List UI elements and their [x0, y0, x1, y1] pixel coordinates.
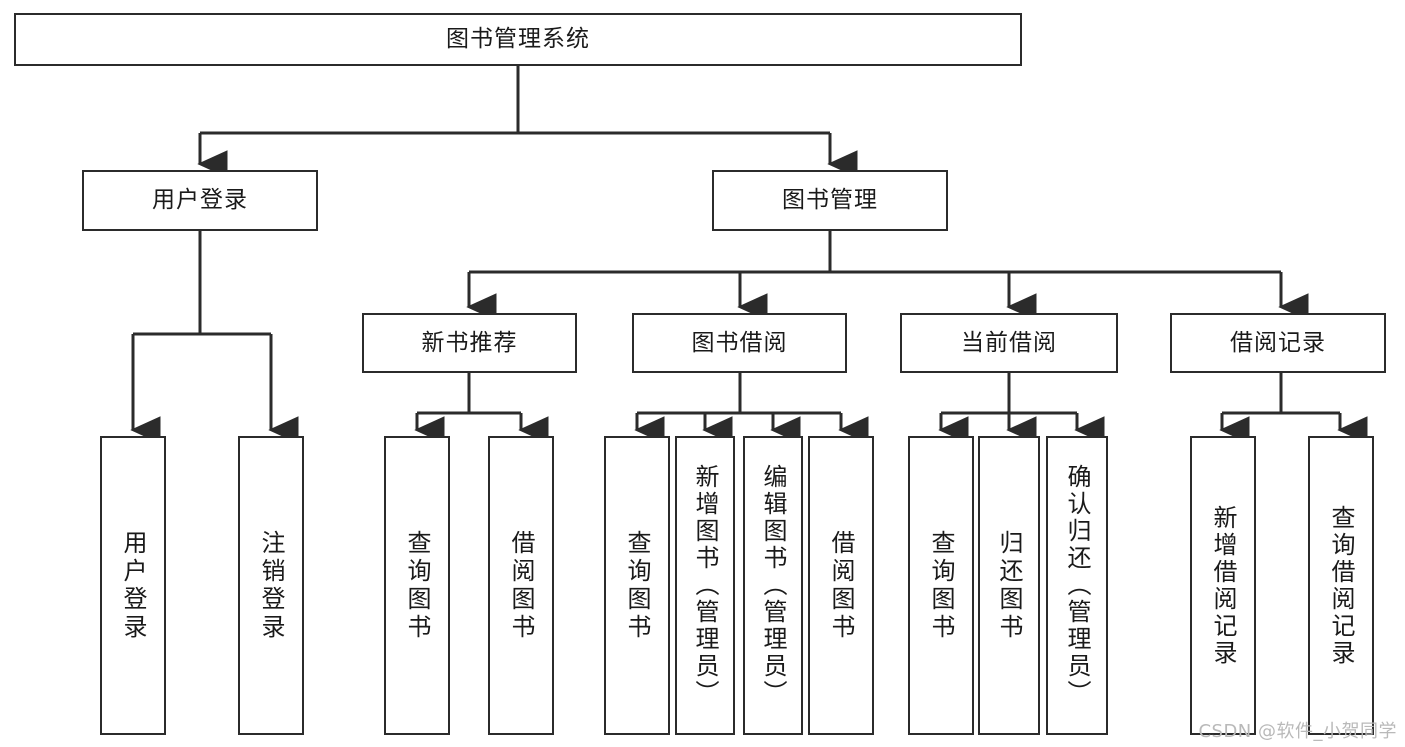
leaf-logout[interactable]: 注销登录	[238, 436, 304, 735]
node-label: 借阅记录	[1230, 329, 1326, 356]
node-label: 图书管理系统	[446, 26, 590, 53]
leaf-edit-book-admin[interactable]: 编辑图书（管理员）	[743, 436, 803, 735]
leaf-add-book-admin[interactable]: 新增图书（管理员）	[675, 436, 735, 735]
node-label: 查询借阅记录	[1327, 504, 1355, 667]
node-label: 图书借阅	[691, 329, 788, 356]
node-label: 新增借阅记录	[1209, 504, 1237, 667]
node-label: 新增图书（管理员）	[691, 464, 719, 707]
leaf-user-login[interactable]: 用户登录	[100, 436, 166, 735]
leaf-query-borrow-record[interactable]: 查询借阅记录	[1308, 436, 1374, 735]
node-label: 新书推荐	[421, 329, 518, 356]
node-label: 归还图书	[995, 529, 1023, 642]
node-label: 查询图书	[927, 529, 955, 642]
node-label: 借阅图书	[507, 529, 535, 642]
node-label: 图书管理	[782, 187, 878, 214]
node-label: 借阅图书	[827, 529, 855, 642]
leaf-query-books-current[interactable]: 查询图书	[908, 436, 974, 735]
node-label: 编辑图书（管理员）	[759, 464, 787, 707]
node-label: 查询图书	[623, 529, 651, 642]
leaf-borrow-books-recommend[interactable]: 借阅图书	[488, 436, 554, 735]
node-current-borrowing[interactable]: 当前借阅	[900, 313, 1118, 373]
node-book-management[interactable]: 图书管理	[712, 170, 948, 231]
leaf-query-books-borrowing[interactable]: 查询图书	[604, 436, 670, 735]
leaf-add-borrow-record[interactable]: 新增借阅记录	[1190, 436, 1256, 735]
node-borrow-records[interactable]: 借阅记录	[1170, 313, 1386, 373]
node-root-library-system[interactable]: 图书管理系统	[14, 13, 1022, 66]
node-book-borrowing[interactable]: 图书借阅	[632, 313, 847, 373]
node-new-book-recommendation[interactable]: 新书推荐	[362, 313, 577, 373]
leaf-query-books-recommend[interactable]: 查询图书	[384, 436, 450, 735]
node-label: 查询图书	[403, 529, 431, 642]
node-label: 注销登录	[257, 529, 285, 642]
node-label: 当前借阅	[961, 329, 1057, 356]
leaf-borrow-books-borrowing[interactable]: 借阅图书	[808, 436, 874, 735]
node-label: 用户登录	[119, 529, 147, 642]
node-label: 确认归还（管理员）	[1063, 464, 1091, 707]
leaf-confirm-return-admin[interactable]: 确认归还（管理员）	[1046, 436, 1108, 735]
node-label: 用户登录	[152, 187, 248, 214]
leaf-return-books[interactable]: 归还图书	[978, 436, 1040, 735]
node-user-login[interactable]: 用户登录	[82, 170, 318, 231]
